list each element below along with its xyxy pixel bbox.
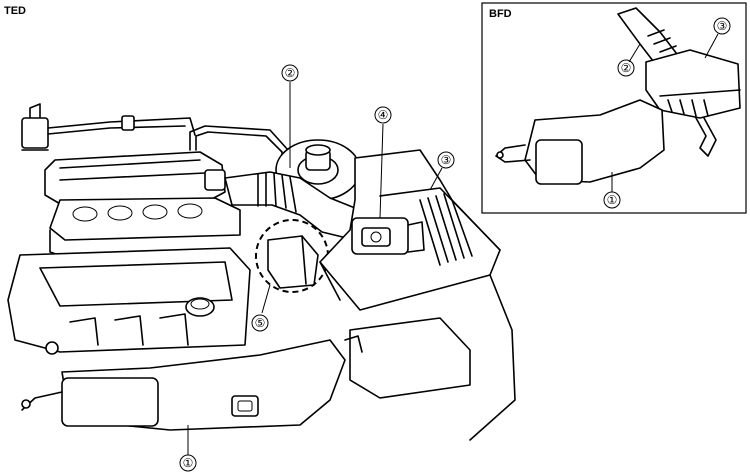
lower-intake-duct — [21, 339, 346, 431]
callout-inset-3: ③ — [713, 17, 731, 35]
callout-main-4: ④ — [374, 106, 392, 124]
svg-text:④: ④ — [378, 108, 389, 122]
airflow-meter — [351, 217, 425, 255]
resonance-chamber — [267, 235, 319, 289]
main-view: TED — [4, 5, 516, 472]
callout-main-2: ② — [281, 64, 299, 82]
svg-text:②: ② — [621, 61, 632, 75]
svg-text:①: ① — [183, 456, 194, 470]
main-view-label: TED — [4, 5, 26, 17]
inset-view: BFD — [481, 2, 747, 214]
air-cleaner — [319, 149, 501, 311]
svg-text:②: ② — [285, 66, 296, 80]
svg-text:①: ① — [607, 193, 618, 207]
callout-inset-1: ① — [603, 191, 621, 209]
svg-text:③: ③ — [717, 19, 728, 33]
svg-text:⑤: ⑤ — [255, 316, 266, 330]
callout-main-5: ⑤ — [251, 314, 269, 332]
oil-filler-cap — [185, 297, 215, 317]
svg-text:③: ③ — [441, 153, 452, 167]
cylinder-head-cover — [44, 151, 226, 206]
engine-cover — [7, 247, 251, 355]
breather-canister — [21, 103, 196, 151]
battery-tray — [344, 274, 516, 441]
callout-inset-2: ② — [617, 59, 635, 77]
inset-view-label: BFD — [489, 8, 512, 20]
intake-manifold — [49, 197, 241, 257]
callout-main-3: ③ — [437, 151, 455, 169]
inset-lower-duct — [495, 99, 665, 185]
callout-main-1: ① — [179, 454, 197, 472]
inset-air-cleaner — [645, 49, 741, 157]
